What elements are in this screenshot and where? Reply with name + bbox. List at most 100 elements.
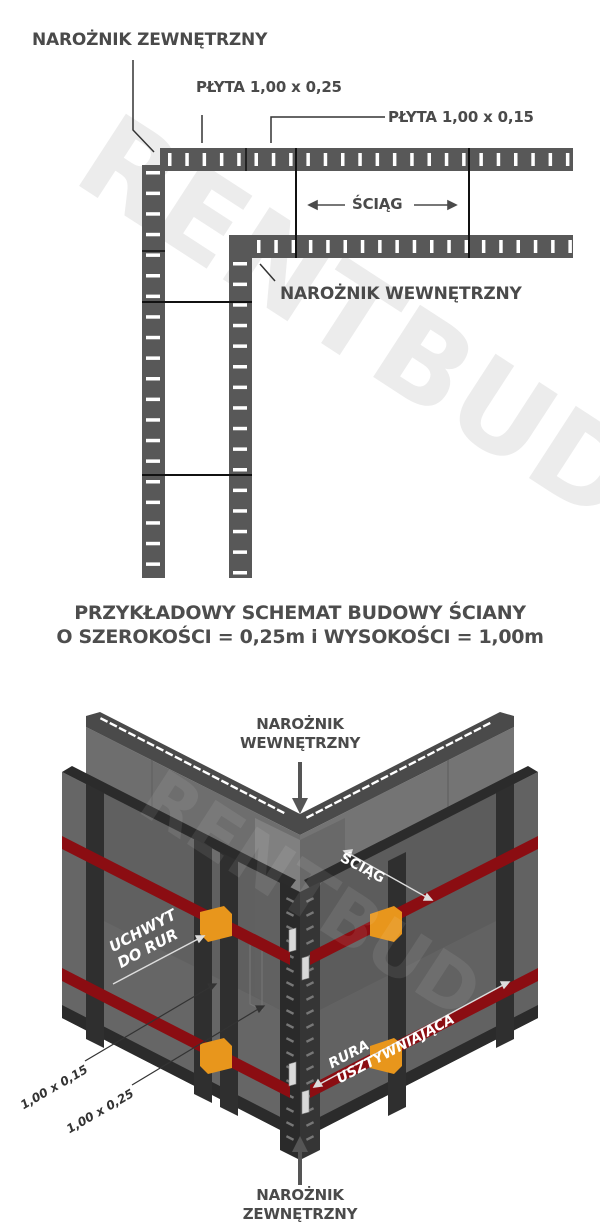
panel-slot [426, 750, 436, 757]
panel-slot [324, 803, 333, 810]
label-panel-025: PŁYTA 1,00 x 0,25 [196, 78, 342, 96]
panel-slot [174, 755, 183, 762]
panel-slot [445, 741, 454, 747]
panel-slot [343, 793, 352, 800]
panel-slot [127, 731, 137, 738]
panel-slot [146, 253, 160, 257]
panel-slot [533, 240, 538, 253]
iso-outer-corner-line2: ZEWNĘTRZNY [242, 1205, 358, 1223]
panel-slot [565, 153, 570, 166]
iso-label-outer-corner: NAROŻNIK ZEWNĘTRZNY [240, 1186, 360, 1224]
panel-slot [305, 1079, 315, 1085]
panel-slot [430, 240, 434, 253]
panel-slot [308, 240, 313, 253]
panel-slot [192, 765, 202, 771]
panel-slot [276, 808, 285, 815]
panel-slot [233, 447, 247, 451]
panel-slot [305, 1135, 315, 1141]
panel-slot [146, 294, 160, 299]
panel-slot [305, 995, 315, 1001]
panel-slot [233, 426, 247, 431]
panel-slot [341, 153, 345, 166]
panel-slot [398, 765, 408, 771]
panel-slot [499, 240, 503, 253]
panel-slot [146, 541, 160, 546]
panel-slot [305, 1051, 315, 1057]
panel-slot [326, 240, 330, 253]
panel-slot [146, 191, 160, 196]
panel-slot [568, 240, 572, 253]
panel-slot [185, 153, 189, 166]
panel-slot [305, 1121, 315, 1127]
panel-slot [305, 1065, 315, 1071]
panel-slot [257, 240, 261, 253]
panel-slot [463, 731, 473, 738]
panel-slot [389, 769, 398, 776]
panel-slot [183, 760, 192, 767]
panel-slot [285, 1121, 295, 1127]
panel-slot [305, 1023, 315, 1029]
panel-slot [168, 153, 172, 166]
panel-slot [146, 480, 160, 484]
panel-joints [142, 148, 247, 252]
panel-slot [146, 562, 160, 566]
caption-line-2: O SZEROKOŚCI = 0,25m i WYSOKOŚCI = 1,00m [56, 626, 544, 648]
inner-horizontal-panels [229, 235, 573, 258]
panel-slot [146, 335, 160, 340]
panel-slot [267, 803, 276, 810]
panel-slot [146, 741, 155, 747]
panel-slot [436, 745, 445, 752]
panel-slot [164, 750, 174, 757]
panel-slot [482, 721, 491, 728]
panel-slot [315, 808, 324, 815]
panel-slot [548, 153, 553, 166]
panel-slot [305, 897, 315, 903]
panel-slot [233, 406, 247, 410]
white-arrows [112, 849, 511, 1088]
panel-slot [211, 774, 220, 781]
panel-slot [305, 1037, 315, 1043]
label-outer-corner: NAROŻNIK ZEWNĘTRZNY [32, 30, 268, 50]
outer-corner-leader [132, 60, 155, 153]
iso-outer-corner-line1: NAROŻNIK [256, 1186, 344, 1204]
panel-slot [146, 397, 160, 402]
label-inner-corner: NAROŻNIK WEWNĘTRZNY [280, 284, 522, 304]
panel-slot [233, 509, 247, 513]
caption-line-1: PRZYKŁADOWY SCHEMAT BUDOWY ŚCIANY [74, 602, 526, 624]
panel-slot [146, 418, 160, 422]
panel-slot [220, 779, 230, 786]
panel-slot [464, 240, 469, 253]
panel-slot [233, 468, 247, 472]
panel-slot [412, 240, 417, 253]
panel-slot [146, 212, 160, 216]
tie-arrows [307, 199, 458, 211]
panel-slot [343, 240, 347, 253]
panel-slot [202, 769, 211, 776]
panel-slot [479, 153, 483, 166]
panel-slot [360, 240, 365, 253]
panel-slot [305, 911, 315, 917]
panel-slot [146, 438, 160, 443]
panel-slot [146, 315, 160, 319]
panel-slot [531, 153, 535, 166]
panel-slot [285, 981, 295, 987]
panel-slot [417, 755, 426, 762]
panel-slot [248, 793, 257, 800]
panel-slot [551, 240, 555, 253]
panel-slot [285, 1107, 295, 1113]
iso-inner-corner-line1: NAROŻNIK [256, 715, 344, 733]
panel-slot [285, 897, 295, 903]
panel-slot [306, 153, 310, 166]
panel-slot [514, 153, 518, 166]
panel-slot [230, 784, 239, 791]
outer-wall-panels [62, 766, 538, 1135]
panel-slot [395, 240, 399, 253]
panel-slot [233, 385, 247, 390]
panel-slot [323, 153, 328, 166]
panel-015-leader [270, 116, 385, 143]
panel-slot [146, 459, 160, 463]
panel-slot [496, 153, 501, 166]
wedge-locks [288, 927, 310, 1115]
panel-slot [146, 521, 160, 525]
panel-slot [285, 1009, 295, 1015]
